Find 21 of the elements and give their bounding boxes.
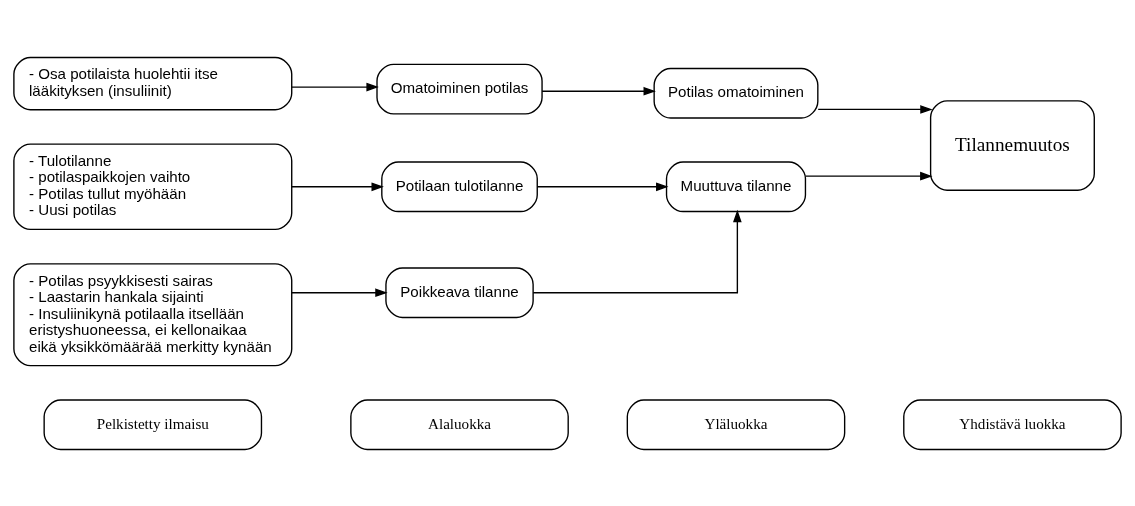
arrow	[536, 181, 669, 191]
arrow	[817, 104, 933, 114]
node-box: Alaluokka	[350, 398, 569, 450]
node-box: - Tulotilanne - potilaspaikkojen vaihto - Potilas tullut myöhään - Uusi potilas	[13, 142, 293, 230]
arrow	[532, 209, 742, 293]
node-box: Potilaan tulotilanne	[381, 160, 538, 212]
node-box: Yhdistävä luokka	[903, 398, 1122, 450]
node-box: Omatoiminen potilas	[376, 63, 543, 115]
node-box: Potilas omatoiminen	[653, 67, 819, 119]
node-box: Muuttuva tilanne	[665, 160, 807, 212]
node-box: - Potilas psyykkisesti sairas - Laastarin hankala sijainti - Insuliinikynä potilaalla itsellään eristyshuoneessa, ei kellonaikaa eikä yksikkömäärää merkitty kynään	[13, 262, 293, 366]
node-box: Pelkistetty ilmaisu	[43, 398, 263, 450]
arrow	[805, 171, 933, 180]
node-box: - Osa potilaista huolehtii itse lääkityksen (insuliinit)	[13, 56, 293, 110]
arrow	[291, 181, 384, 191]
arrow	[291, 82, 379, 91]
arrow	[291, 287, 388, 297]
arrow	[541, 86, 656, 96]
node-box: Poikkeava tilanne	[385, 266, 534, 318]
node-box: Yläluokka	[626, 398, 846, 450]
node-box: Tilannemuutos	[929, 99, 1095, 191]
